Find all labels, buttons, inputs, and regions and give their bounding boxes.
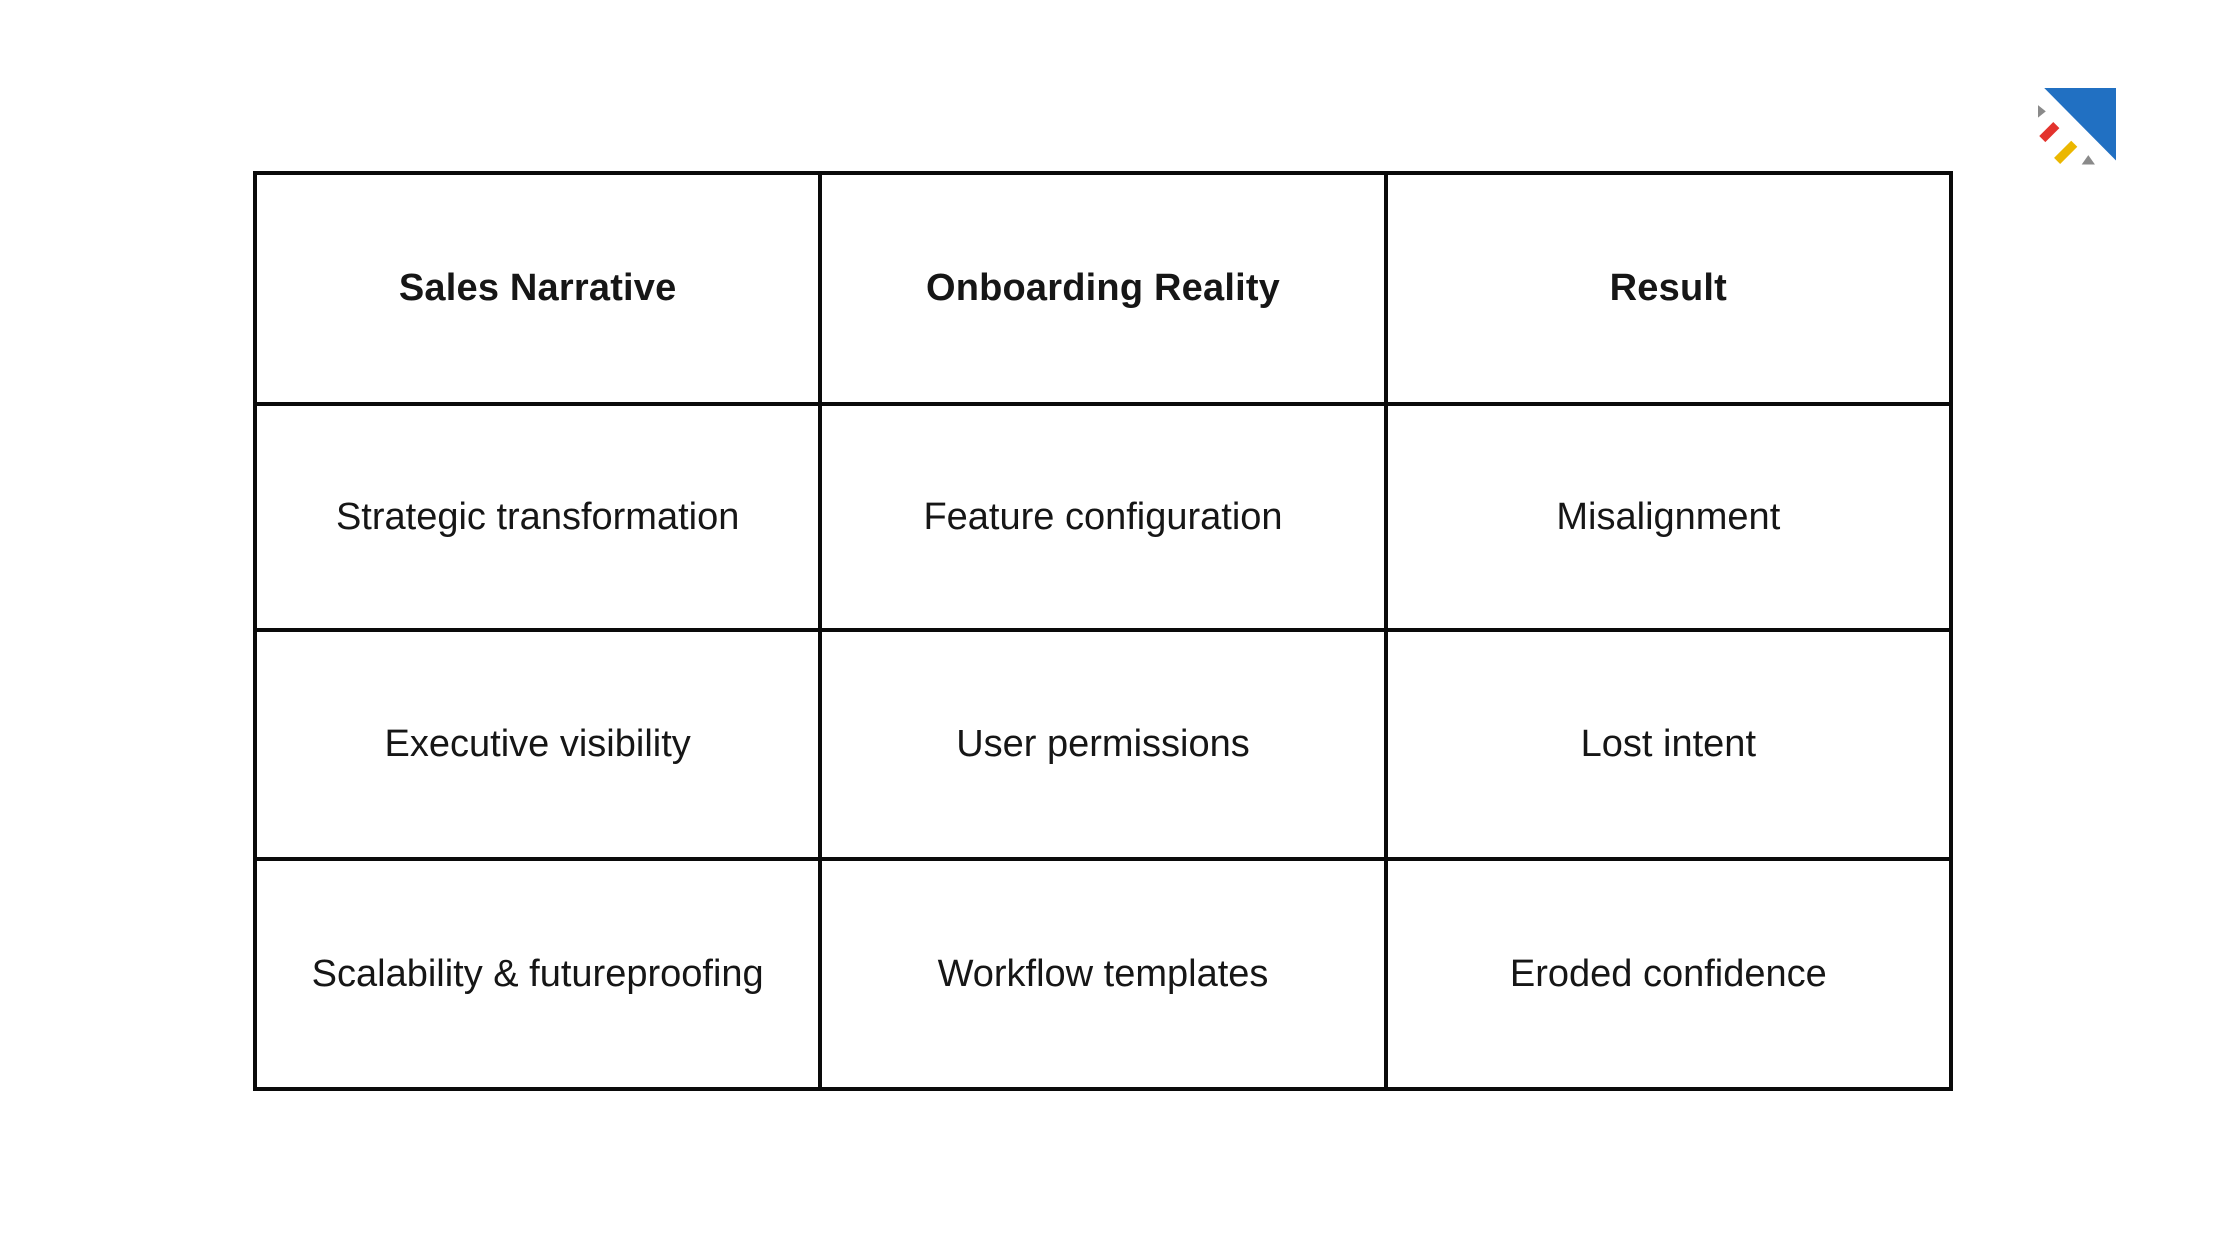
table-cell: Lost intent (1383, 628, 1954, 861)
table-row: Scalability & futureproofing Workflow te… (252, 857, 1954, 1091)
header-cell-result: Result (1383, 171, 1954, 406)
table-cell: Misalignment (1383, 402, 1954, 632)
table-cell: Executive visibility (252, 628, 823, 861)
brand-logo-icon (2038, 88, 2116, 166)
table-row: Executive visibility User permissions Lo… (252, 628, 1954, 861)
table-cell: User permissions (818, 628, 1388, 861)
comparison-table: Sales Narrative Onboarding Reality Resul… (252, 171, 1954, 1091)
table-cell: Strategic transformation (252, 402, 823, 632)
table-header-row: Sales Narrative Onboarding Reality Resul… (252, 171, 1954, 406)
table-cell: Feature configuration (818, 402, 1388, 632)
header-cell-sales-narrative: Sales Narrative (252, 171, 823, 406)
header-cell-onboarding-reality: Onboarding Reality (818, 171, 1388, 406)
table-cell: Workflow templates (818, 857, 1388, 1091)
table-cell: Scalability & futureproofing (252, 857, 823, 1091)
table-cell: Eroded confidence (1383, 857, 1954, 1091)
table-row: Strategic transformation Feature configu… (252, 402, 1954, 632)
